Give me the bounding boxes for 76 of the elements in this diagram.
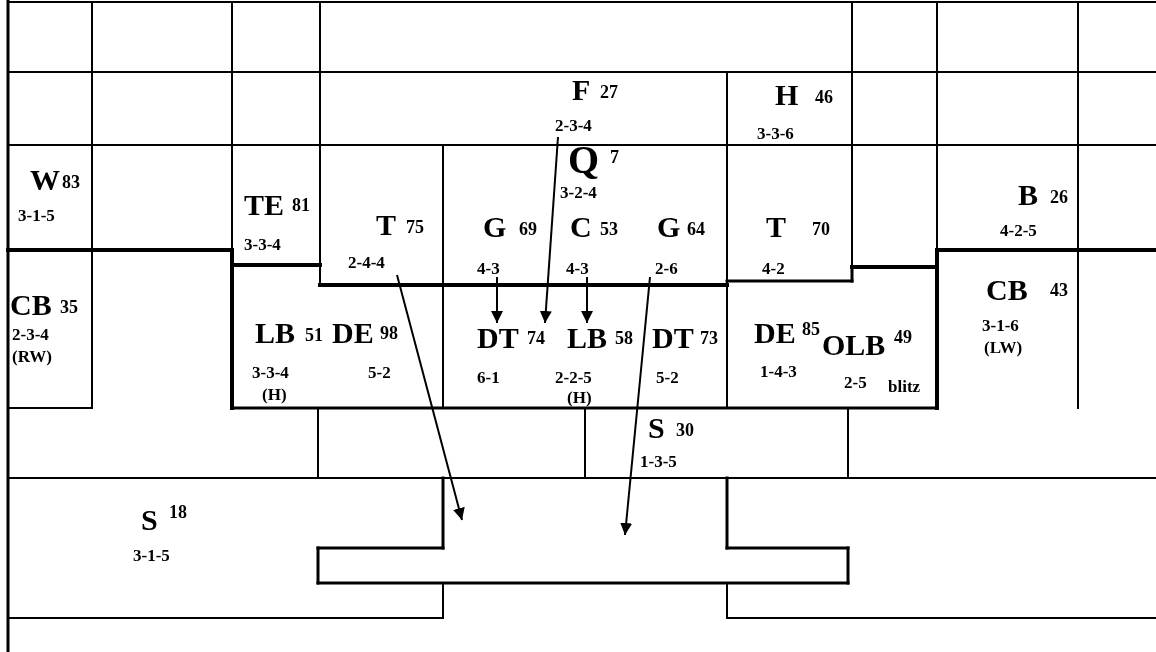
- jersey-number: 30: [676, 421, 694, 439]
- position-label: CB: [10, 290, 52, 320]
- jersey-number: 53: [600, 220, 618, 238]
- stat-line: 3-1-5: [18, 207, 55, 224]
- stat-line: 2-6: [655, 260, 678, 277]
- position-label: F: [572, 75, 591, 105]
- jersey-number: 85: [802, 320, 820, 338]
- stat-line: 4-3: [477, 260, 500, 277]
- jersey-number: 81: [292, 196, 310, 214]
- jersey-number: 49: [894, 328, 912, 346]
- arrow: [491, 276, 503, 324]
- jersey-number: 64: [687, 220, 705, 238]
- stat-line: (LW): [984, 339, 1023, 356]
- arrow: [620, 276, 651, 536]
- position-label: T: [766, 212, 786, 242]
- stat-line: 4-2-5: [1000, 222, 1037, 239]
- stat-line: 2-2-5: [555, 369, 592, 386]
- jersey-number: 18: [169, 503, 187, 521]
- position-label: DT: [477, 323, 519, 353]
- jersey-number: 27: [600, 83, 618, 101]
- position-label: Q: [568, 140, 600, 180]
- jersey-number: 26: [1050, 188, 1068, 206]
- stat-line: 2-5: [844, 374, 867, 391]
- stat-line: 2-3-4: [555, 117, 592, 134]
- position-label: CB: [986, 275, 1028, 305]
- position-label: T: [376, 210, 396, 240]
- stat-line: 5-2: [656, 369, 679, 386]
- position-label: B: [1018, 180, 1038, 210]
- arrow: [539, 136, 559, 324]
- stat-line: (H): [567, 389, 592, 406]
- stat-line: 3-3-4: [252, 364, 289, 381]
- position-label: DE: [754, 318, 796, 348]
- stat-line: blitz: [888, 378, 921, 395]
- position-label: S: [141, 505, 158, 535]
- position-label: G: [657, 212, 681, 242]
- position-label: OLB: [822, 330, 886, 360]
- stat-line: 1-3-5: [640, 453, 677, 470]
- position-label: LB: [567, 323, 608, 353]
- stat-line: 5-2: [368, 364, 391, 381]
- position-label: S: [648, 413, 665, 443]
- arrow: [581, 276, 593, 324]
- jersey-number: 46: [815, 88, 833, 106]
- stat-line: (H): [262, 386, 287, 403]
- stat-line: 3-3-4: [244, 236, 281, 253]
- stat-line: 4-2: [762, 260, 785, 277]
- jersey-number: 75: [406, 218, 424, 236]
- stat-line: 2-3-4: [12, 326, 49, 343]
- stat-line: 4-3: [566, 260, 589, 277]
- position-label: TE: [244, 190, 285, 220]
- stat-line: 1-4-3: [760, 363, 797, 380]
- stat-line: 3-3-6: [757, 125, 794, 142]
- position-label: DT: [652, 323, 694, 353]
- jersey-number: 70: [812, 220, 830, 238]
- jersey-number: 69: [519, 220, 537, 238]
- position-label: DE: [332, 318, 374, 348]
- arrow: [396, 274, 465, 521]
- stat-line: 2-4-4: [348, 254, 385, 271]
- position-label: H: [775, 80, 799, 110]
- jersey-number: 51: [305, 326, 323, 344]
- position-label: C: [570, 212, 592, 242]
- stat-line: 3-2-4: [560, 184, 597, 201]
- position-label: LB: [255, 318, 296, 348]
- jersey-number: 58: [615, 329, 633, 347]
- jersey-number: 74: [527, 329, 545, 347]
- stat-line: 6-1: [477, 369, 500, 386]
- jersey-number: 83: [62, 173, 80, 191]
- stat-line: 3-1-6: [982, 317, 1019, 334]
- jersey-number: 43: [1050, 281, 1068, 299]
- jersey-number: 35: [60, 298, 78, 316]
- position-label: G: [483, 212, 507, 242]
- jersey-number: 7: [610, 148, 619, 166]
- jersey-number: 98: [380, 324, 398, 342]
- stat-line: 3-1-5: [133, 547, 170, 564]
- stat-line: (RW): [12, 348, 52, 365]
- position-label: W: [30, 165, 60, 195]
- jersey-number: 73: [700, 329, 718, 347]
